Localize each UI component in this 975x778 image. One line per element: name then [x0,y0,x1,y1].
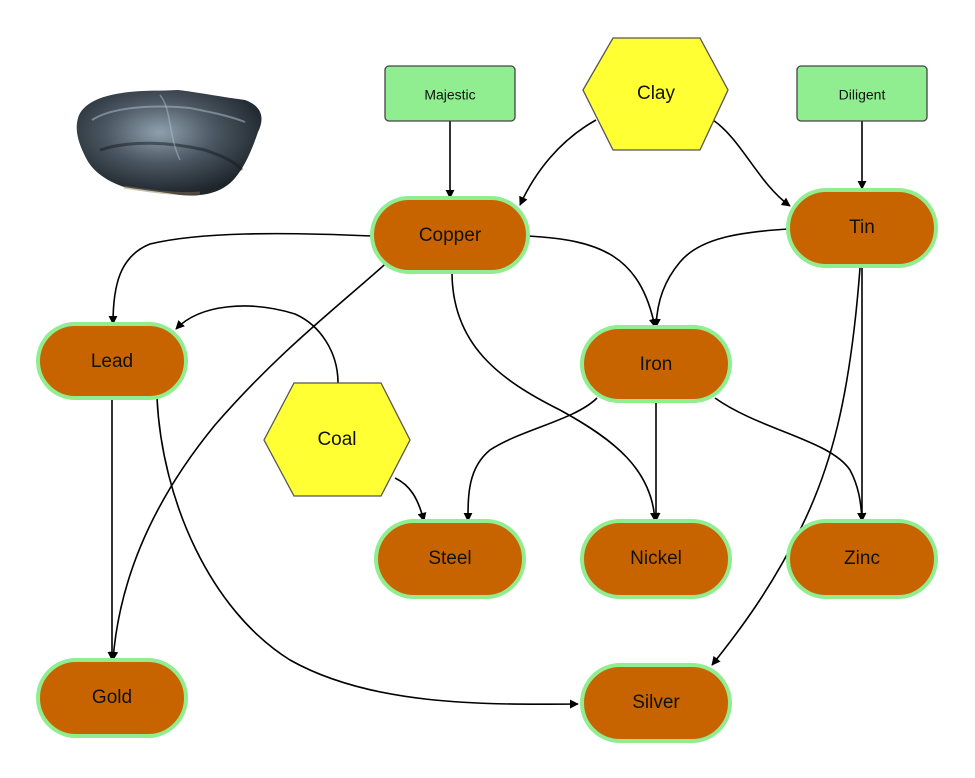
node-steel-label: Steel [428,548,471,569]
node-gold-label: Gold [92,687,132,708]
node-tin-label: Tin [849,217,875,238]
node-nickel: Nickel [580,519,732,599]
node-coal: Coal [263,382,411,497]
edge-lead-silver [156,397,579,709]
node-zinc: Zinc [786,519,938,599]
node-silver: Silver [580,663,732,743]
edge-iron-zinc [714,397,867,522]
node-gold: Gold [36,658,188,738]
node-lead: Lead [36,322,188,400]
node-silver-label: Silver [632,692,680,713]
edges [107,119,867,709]
node-clay: Clay [582,37,729,151]
edge-copper-lead [108,232,373,325]
node-clay-label: Clay [637,83,676,104]
edge-copper-nickel [451,271,660,522]
node-copper: Copper [370,196,530,274]
node-majestic: Majestic [384,65,516,122]
edge-copper-gold [109,257,393,661]
edge-iron-steel [463,397,598,522]
node-diligent: Diligent [796,65,928,122]
node-tin: Tin [786,188,938,268]
node-iron-label: Iron [640,354,673,375]
ore-rock-icon [76,90,262,196]
edge-clay-tin [712,119,791,207]
edge-clay-copper [519,119,597,206]
edge-tin-iron [651,228,789,328]
node-coal-label: Coal [317,429,356,450]
node-zinc-label: Zinc [844,548,880,569]
edge-tin-silver [711,267,861,666]
node-nickel-label: Nickel [630,548,682,569]
node-diligent-label: Diligent [839,87,886,103]
node-majestic-label: Majestic [424,87,475,103]
node-steel: Steel [374,519,526,599]
node-lead-label: Lead [91,351,133,372]
node-iron: Iron [580,325,732,403]
edge-coal-steel [394,477,427,522]
edge-coal-lead [175,305,339,384]
edge-copper-iron [527,235,658,328]
node-copper-label: Copper [419,225,482,246]
